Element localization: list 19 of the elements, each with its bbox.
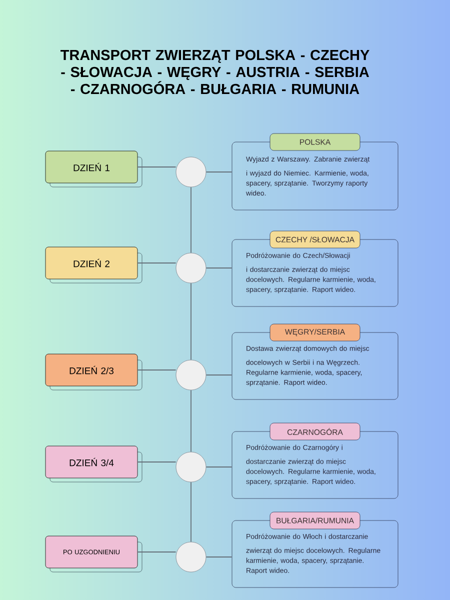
timeline-circle	[176, 542, 206, 572]
timeline-circle	[176, 156, 206, 188]
connector-line	[206, 466, 232, 468]
connector-line	[190, 282, 192, 360]
day-box: DZIEŃ 1	[45, 150, 142, 188]
timeline-circle	[176, 452, 206, 482]
title: TRANSPORT ZWIERZĄT POLSKA - CZECHY - SŁOWACJA - WĘGRY - AUSTRIA - SERBIA - CZARNOGÓRA - BUŁGARIA - RUMUNIA	[60, 50, 370, 94]
connector-line	[206, 374, 232, 376]
day-box: DZIEŃ 3/4	[45, 446, 142, 482]
timeline-circle	[176, 252, 206, 284]
connector-line	[190, 186, 192, 254]
connector-line	[190, 482, 192, 542]
connector-line	[137, 262, 176, 264]
day-box: DZIEŃ 2/3	[45, 354, 142, 390]
connector-line	[206, 556, 232, 558]
connector-line	[137, 166, 176, 168]
connector-line	[190, 390, 192, 452]
day-box: DZIEŃ 2	[45, 246, 142, 284]
timeline-circle	[176, 360, 206, 390]
